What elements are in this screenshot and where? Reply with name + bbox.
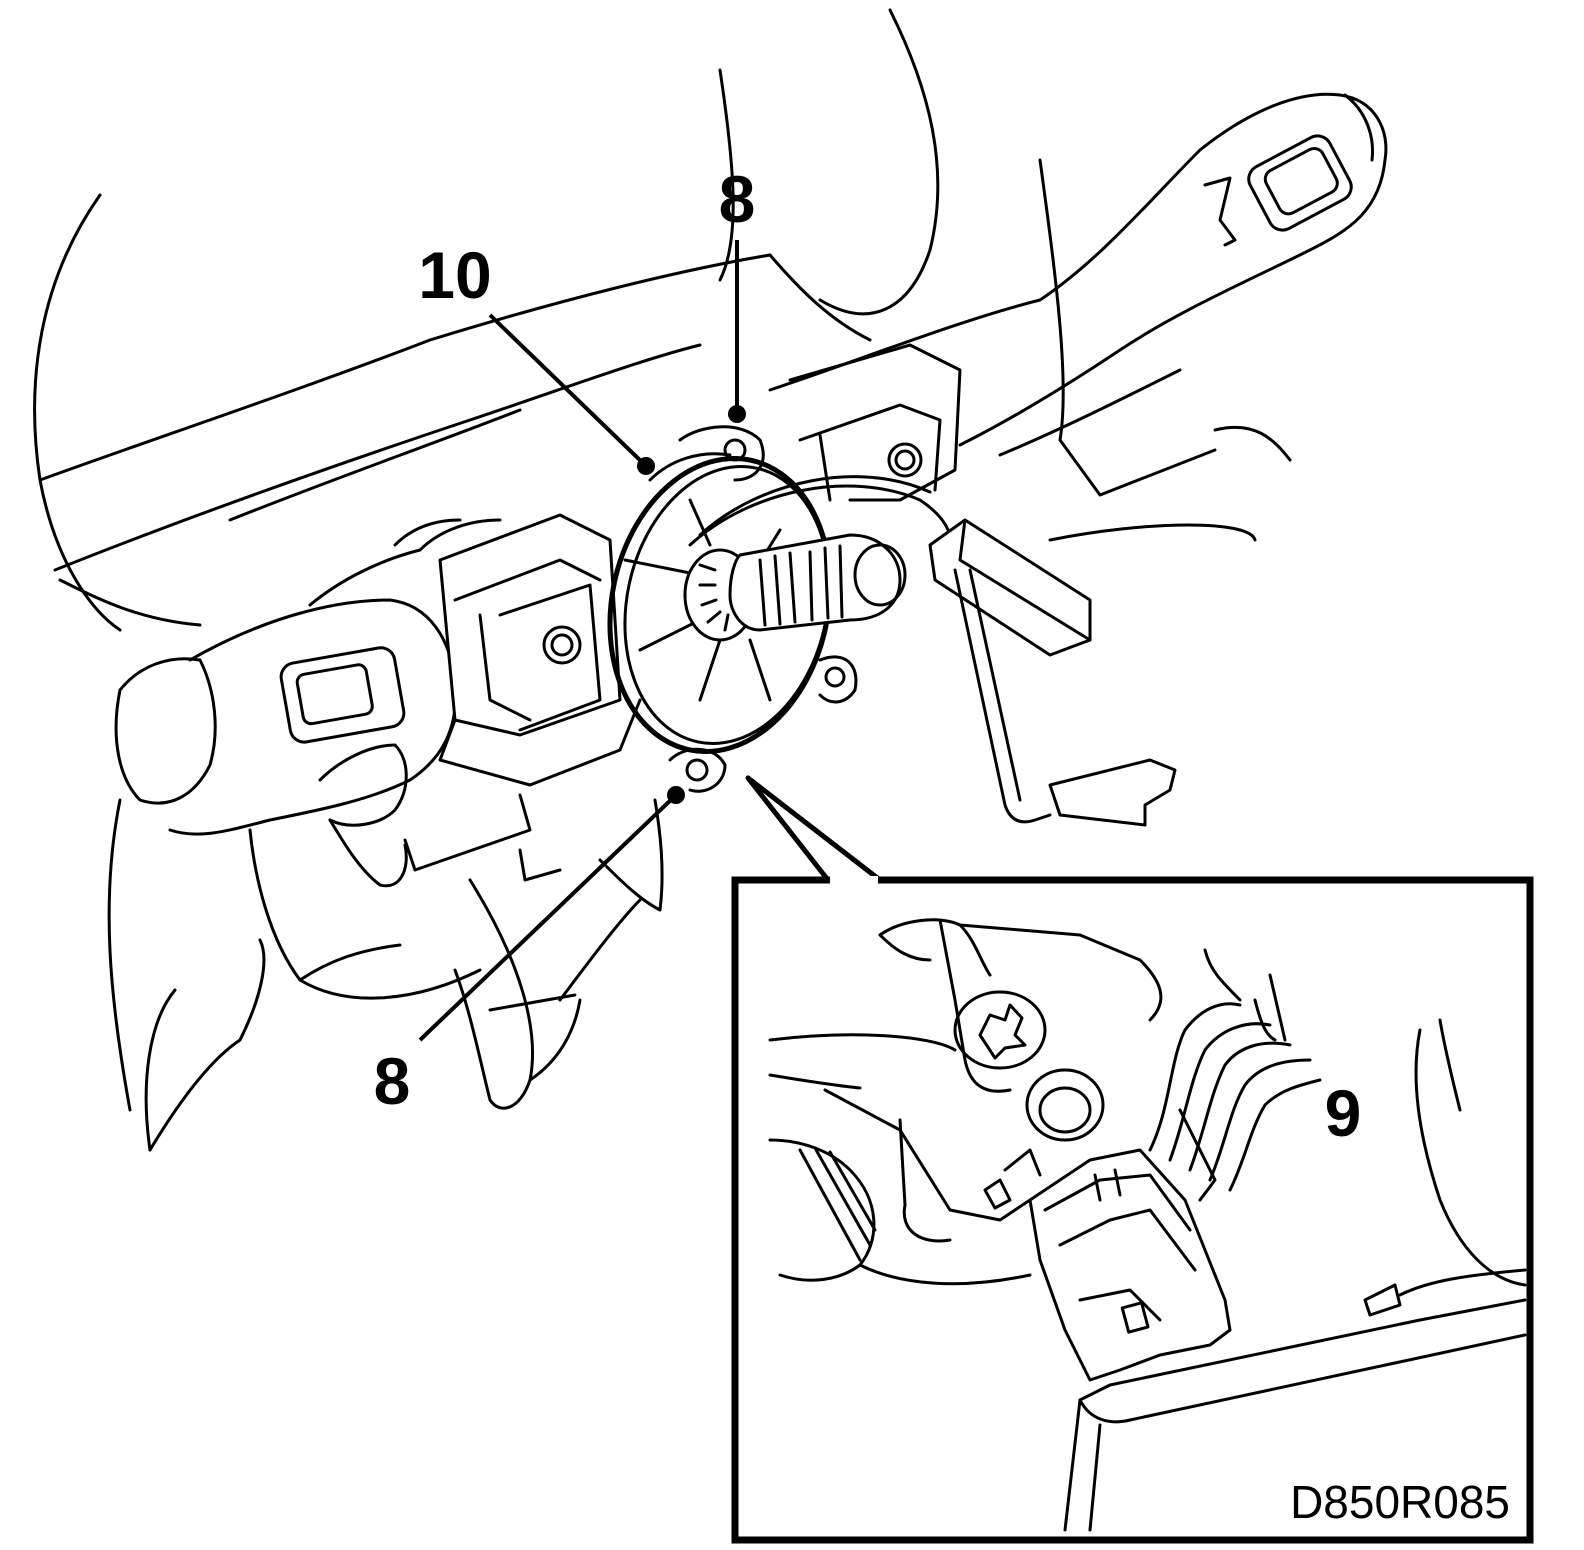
clock-spring-contact-reel <box>607 425 858 793</box>
dashboard-outline <box>33 8 1292 632</box>
callout-label-8-top: 8 <box>719 162 756 236</box>
detail-inset <box>731 775 1534 1544</box>
right-stalk-lever <box>768 92 1388 457</box>
leader-dot-8-top <box>728 405 746 423</box>
lower-column-shroud <box>107 798 664 1152</box>
leader-dot-8-bottom <box>667 786 685 804</box>
inset-connector <box>1028 1148 1232 1382</box>
leader-line-8-bottom <box>418 794 677 1042</box>
callout-label-8-bottom: 8 <box>374 1044 411 1118</box>
leader-dot-10 <box>637 457 655 475</box>
callout-label-10: 10 <box>418 238 491 312</box>
wiring-harness <box>688 475 1177 827</box>
steering-shaft <box>683 533 907 642</box>
switch-housing <box>308 343 962 882</box>
figure-code: D850R085 <box>1290 1476 1510 1528</box>
inset-line-art <box>768 918 1527 1532</box>
inset-pointer <box>745 775 883 883</box>
callout-label-9: 9 <box>1325 1076 1362 1150</box>
leader-line-10 <box>488 313 647 467</box>
